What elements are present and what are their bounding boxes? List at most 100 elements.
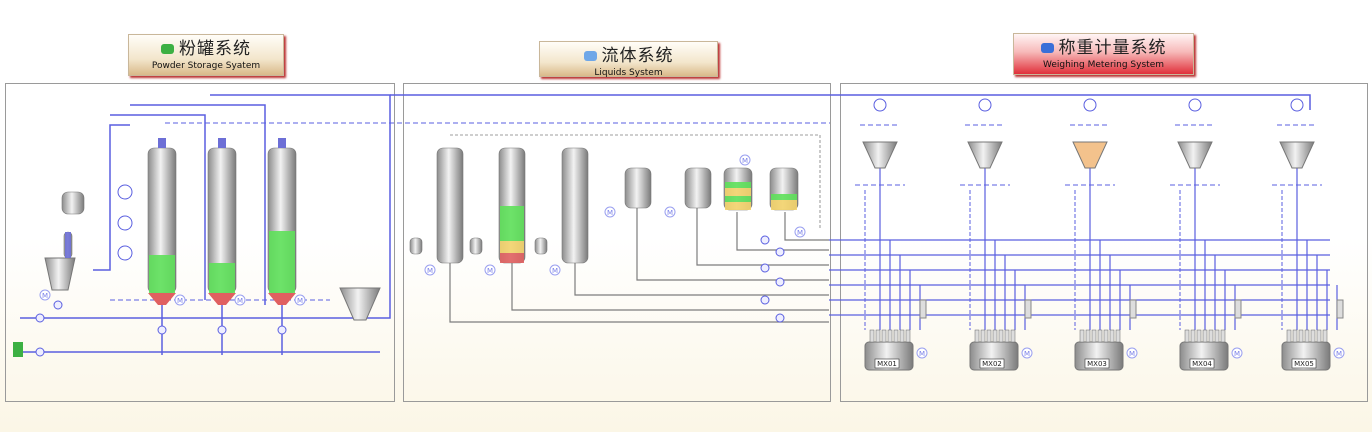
mixer-5[interactable]: MX05 [1281, 329, 1331, 371]
tank-body [534, 237, 548, 255]
mixer-valve [1298, 329, 1304, 343]
motor-circle [174, 294, 186, 306]
tank-level [725, 188, 751, 196]
tank-level [771, 194, 797, 200]
rotary-valve-icon[interactable] [117, 184, 133, 200]
rotary-valve-icon[interactable] [978, 98, 992, 112]
section-header-powder[interactable]: 粉罐系统 Powder Storage Syatem [128, 34, 284, 76]
valve-icon[interactable] [760, 295, 770, 305]
motor-circle [1333, 347, 1345, 359]
mixer-valve [1103, 329, 1109, 343]
mixer-1[interactable]: MX01 [864, 329, 914, 371]
rotary-valve-icon[interactable] [117, 245, 133, 261]
valve-icon[interactable] [217, 325, 227, 335]
bag-dump-station[interactable] [61, 191, 85, 215]
valve-icon[interactable] [760, 235, 770, 245]
mixer-valve [1208, 329, 1214, 343]
motor-icon[interactable]: M [424, 264, 436, 276]
mixer-4[interactable]: MX04 [1179, 329, 1229, 371]
motor-icon[interactable]: M [1231, 347, 1243, 359]
mixer-label: MX05 [1294, 360, 1314, 368]
tank-body [436, 147, 464, 264]
rotary-valve-icon[interactable] [117, 215, 133, 231]
flowmeter [1129, 299, 1137, 319]
mixer-valve [869, 329, 875, 343]
liquid-tank-5[interactable] [684, 167, 712, 209]
motor-icon[interactable]: M [234, 294, 246, 306]
valve-icon[interactable] [760, 263, 770, 273]
mixer-valve [998, 329, 1004, 343]
mixer-2[interactable]: MX02 [969, 329, 1019, 371]
small-dosing-tank[interactable] [469, 237, 483, 255]
silo-filter [218, 138, 226, 148]
powder-silo-3[interactable] [267, 147, 297, 294]
tank-icon [583, 51, 597, 61]
tank-level [500, 206, 524, 228]
motor-icon[interactable]: M [484, 264, 496, 276]
motor-icon[interactable]: M [1126, 347, 1138, 359]
hopper-filter[interactable] [63, 231, 73, 259]
section-title: 流体系统 [601, 46, 674, 66]
pipe [390, 94, 1311, 110]
liquid-tank-2[interactable] [498, 147, 526, 264]
valve-icon[interactable] [53, 300, 63, 310]
motor-icon[interactable]: M [1021, 347, 1033, 359]
valve-icon[interactable] [277, 325, 287, 335]
motor-label: M [552, 267, 558, 275]
powder-storage-panel [5, 83, 395, 402]
section-header-weighing[interactable]: 称重计量系统 Weighing Metering System [1013, 33, 1194, 75]
motor-circle [739, 154, 751, 166]
mixer-valve [887, 329, 893, 343]
pipe [20, 94, 391, 353]
section-title: 称重计量系统 [1058, 38, 1167, 58]
rotary-valve-icon[interactable] [1188, 98, 1202, 112]
motor-circle [234, 294, 246, 306]
scale-icon [1040, 43, 1054, 53]
motor-icon[interactable]: M [549, 264, 561, 276]
mixer-valve [1202, 329, 1208, 343]
section-header-liquids[interactable]: 流体系统 Liquids System [539, 41, 718, 78]
mixer-3[interactable]: MX03 [1074, 329, 1124, 371]
valve-icon[interactable] [157, 325, 167, 335]
mixer-valve [1115, 329, 1121, 343]
weigh-hopper [862, 141, 898, 169]
valve-icon[interactable] [775, 247, 785, 257]
motor-icon[interactable]: M [1333, 347, 1345, 359]
motor-label: M [742, 157, 748, 165]
small-dosing-tank[interactable] [409, 237, 423, 255]
mixer-valve [1190, 329, 1196, 343]
powder-silo-1[interactable] [147, 147, 177, 294]
liquid-tank-7[interactable] [769, 167, 799, 211]
powder-silo-2[interactable] [207, 147, 237, 294]
liquid-tank-6[interactable] [723, 167, 753, 211]
motor-icon[interactable]: M [664, 206, 676, 218]
tank-level [500, 241, 524, 253]
motor-label: M [919, 350, 925, 358]
motor-icon[interactable]: M [794, 226, 806, 238]
liquid-tank-3[interactable] [561, 147, 589, 264]
motor-icon[interactable]: M [174, 294, 186, 306]
motor-label: M [237, 297, 243, 305]
motor-icon[interactable]: M [916, 347, 928, 359]
motor-icon[interactable]: M [604, 206, 616, 218]
liquid-tank-1[interactable] [436, 147, 464, 264]
tank-body [469, 237, 483, 255]
liquid-tank-4[interactable] [624, 167, 652, 209]
rotary-valve-icon[interactable] [1083, 98, 1097, 112]
rotary-valve-icon[interactable] [1290, 98, 1304, 112]
motor-icon[interactable]: M [294, 294, 306, 306]
mixer-label-box [979, 358, 1005, 369]
mixer-valve [1286, 329, 1292, 343]
valve-icon[interactable] [775, 277, 785, 287]
motor-circle [604, 206, 616, 218]
valve-icon[interactable] [775, 313, 785, 323]
valve-icon[interactable] [35, 313, 45, 323]
motor-icon[interactable]: M [739, 154, 751, 166]
motor-icon[interactable]: M [39, 289, 51, 301]
motor-circle [39, 289, 51, 301]
silo-cone [148, 293, 176, 305]
small-dosing-tank[interactable] [534, 237, 548, 255]
valve-icon[interactable] [35, 347, 45, 357]
mixer-valve [1097, 329, 1103, 343]
rotary-valve-icon[interactable] [873, 98, 887, 112]
